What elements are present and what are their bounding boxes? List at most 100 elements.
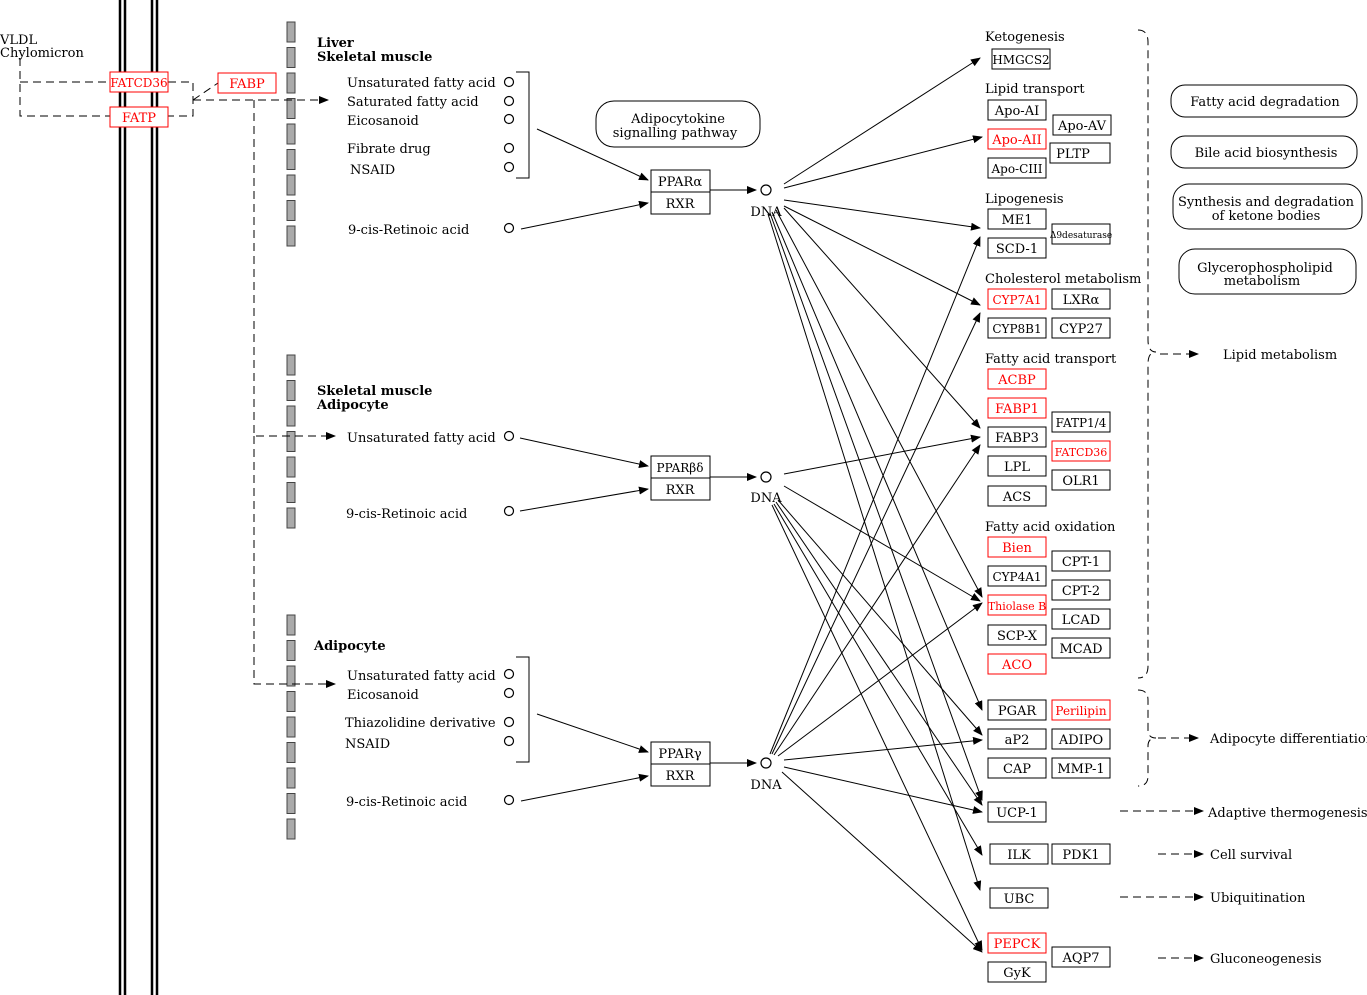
alpha-retinoic-arrow — [520, 200, 649, 230]
svg-text:CYP7A1: CYP7A1 — [992, 293, 1041, 307]
gene-perilipin[interactable]: Perilipin — [1051, 699, 1111, 721]
gene-fabp1[interactable]: FABP1 — [987, 397, 1047, 419]
gene-apoa1[interactable]: Apo-AI — [987, 99, 1047, 121]
nuclear-membrane-segment — [286, 456, 296, 478]
svg-text:CYP4A1: CYP4A1 — [992, 570, 1041, 584]
group-fatty-acid-transport: Fatty acid transport — [985, 352, 1117, 367]
gene-gyk[interactable]: GyK — [987, 961, 1047, 983]
svg-text:Δ9desaturase: Δ9desaturase — [1050, 231, 1112, 241]
ppar-alpha-complex[interactable]: PPARα RXR — [650, 169, 711, 215]
nuclear-membrane-segment — [286, 354, 296, 376]
alpha-compounds — [503, 76, 515, 234]
gene-pltp[interactable]: PLTP — [1049, 142, 1111, 164]
svg-text:MMP-1: MMP-1 — [1057, 762, 1104, 777]
fatcd36-gene[interactable]: FATCD36 — [109, 71, 169, 93]
adipocytokine-pathway[interactable]: Adipocytokine signalling pathway — [595, 100, 761, 148]
dna-label-beta: DNA — [750, 491, 782, 506]
gene-adipo[interactable]: ADIPO — [1051, 728, 1111, 750]
gene-scpx[interactable]: SCP-X — [987, 624, 1047, 646]
import-to-fabp — [192, 82, 219, 101]
gene-delta9-desaturase[interactable]: Δ9desaturase — [1050, 223, 1112, 245]
svg-text:LXRα: LXRα — [1063, 293, 1100, 308]
gene-ucp1[interactable]: UCP-1 — [987, 801, 1047, 823]
gene-cyp7a1[interactable]: CYP7A1 — [987, 288, 1047, 310]
gene-cyp27[interactable]: CYP27 — [1051, 317, 1111, 339]
svg-text:PPARγ: PPARγ — [658, 747, 701, 762]
tissue-beta-1: Skeletal muscle — [317, 384, 432, 399]
pathway-glycerophospholipid[interactable]: Glycerophospholipid metabolism — [1178, 248, 1357, 295]
gene-aco[interactable]: ACO — [987, 653, 1047, 675]
gene-scd1[interactable]: SCD-1 — [987, 237, 1047, 259]
pathway-bile-acid[interactable]: Bile acid biosynthesis — [1170, 135, 1358, 169]
gene-lxra[interactable]: LXRα — [1051, 288, 1111, 310]
nuclear-membrane-segment — [286, 98, 296, 119]
cell-membrane — [118, 0, 159, 995]
outcome-adipocyte-differentiation: Adipocyte differentiation — [1209, 732, 1367, 747]
gene-apoa2[interactable]: Apo-AII — [987, 128, 1047, 150]
gene-fabp3[interactable]: FABP3 — [987, 426, 1047, 448]
svg-text:CAP: CAP — [1003, 762, 1031, 777]
ppar-gamma-complex[interactable]: PPARγ RXR — [650, 741, 711, 787]
fatp-gene[interactable]: FATP — [109, 106, 169, 128]
outcome-ubiquitination: Ubiquitination — [1210, 891, 1306, 906]
gene-fatp14[interactable]: FATP1/4 — [1051, 411, 1111, 433]
svg-text:ACBP: ACBP — [997, 373, 1036, 388]
pathway-ketone-bodies[interactable]: Synthesis and degradation of ketone bodi… — [1172, 183, 1363, 230]
gene-aqp7[interactable]: AQP7 — [1051, 946, 1111, 968]
gene-lpl[interactable]: LPL — [987, 455, 1047, 477]
gene-cpt1[interactable]: CPT-1 — [1051, 550, 1111, 572]
svg-text:Synthesis and degradation: Synthesis and degradation — [1178, 195, 1355, 210]
gene-mmp1[interactable]: MMP-1 — [1051, 757, 1111, 779]
gene-ubc[interactable]: UBC — [989, 887, 1049, 909]
gene-me1[interactable]: ME1 — [987, 208, 1047, 230]
svg-text:Bien: Bien — [1002, 541, 1032, 556]
gene-hmgcs2[interactable]: HMGCS2 — [991, 48, 1051, 70]
gene-pdk1[interactable]: PDK1 — [1051, 843, 1111, 865]
gene-cyp8b1[interactable]: CYP8B1 — [987, 317, 1047, 339]
gene-acbp[interactable]: ACBP — [987, 368, 1047, 390]
svg-text:Fatty acid degradation: Fatty acid degradation — [1190, 95, 1340, 110]
ppar-beta-complex[interactable]: PPARβδ RXR — [650, 455, 711, 501]
pathway-fatty-acid-degradation[interactable]: Fatty acid degradation — [1170, 84, 1358, 118]
group-ketogenesis: Ketogenesis — [985, 30, 1065, 45]
fabp-gene[interactable]: FABP — [217, 72, 277, 94]
svg-text:RXR: RXR — [666, 483, 696, 498]
gene-ap2[interactable]: aP2 — [987, 728, 1047, 750]
gene-pepck[interactable]: PEPCK — [987, 932, 1047, 954]
nuclear-membrane — [286, 21, 296, 840]
svg-text:signalling pathway: signalling pathway — [613, 126, 738, 141]
gene-cap[interactable]: CAP — [987, 757, 1047, 779]
gene-ilk[interactable]: ILK — [989, 843, 1049, 865]
gene-acs[interactable]: ACS — [987, 485, 1047, 507]
gene-thiolase-b[interactable]: Thiolase B — [987, 594, 1047, 616]
nuclear-membrane-segment — [286, 716, 296, 738]
gene-bien[interactable]: Bien — [987, 536, 1047, 558]
svg-text:FABP3: FABP3 — [995, 431, 1039, 446]
nuclear-membrane-segment — [286, 72, 296, 94]
svg-text:PPARα: PPARα — [658, 175, 702, 190]
gene-lcad[interactable]: LCAD — [1051, 608, 1111, 630]
gene-cpt2[interactable]: CPT-2 — [1051, 579, 1111, 601]
gene-apoav[interactable]: Apo-AV — [1052, 114, 1112, 136]
svg-text:Bile acid biosynthesis: Bile acid biosynthesis — [1195, 146, 1338, 161]
outcome-adaptive-thermogenesis: Adaptive thermogenesis — [1207, 806, 1367, 821]
nuclear-membrane-segment — [286, 507, 296, 529]
nuclear-membrane-segment — [286, 174, 296, 196]
svg-text:AQP7: AQP7 — [1061, 951, 1099, 966]
nuclear-membrane-segment — [286, 767, 296, 789]
group-lipid-transport: Lipid transport — [985, 82, 1085, 97]
outcome-lipid-metabolism: Lipid metabolism — [1223, 348, 1337, 363]
gene-cyp4a1[interactable]: CYP4A1 — [987, 565, 1047, 587]
group-lipogenesis: Lipogenesis — [985, 192, 1064, 207]
gene-fatcd36[interactable]: FATCD36 — [1051, 440, 1111, 462]
gene-apoc3[interactable]: Apo-CIII — [987, 157, 1047, 179]
gene-olr1[interactable]: OLR1 — [1051, 469, 1111, 491]
svg-text:PEPCK: PEPCK — [994, 937, 1041, 952]
svg-text:of ketone bodies: of ketone bodies — [1212, 209, 1321, 224]
gene-pgar[interactable]: PGAR — [987, 699, 1047, 721]
gene-mcad[interactable]: MCAD — [1051, 637, 1111, 659]
svg-text:ACS: ACS — [1002, 490, 1031, 505]
svg-text:aP2: aP2 — [1005, 733, 1030, 748]
ligand-gamma-4: NSAID — [345, 737, 390, 752]
import-bracket — [168, 81, 194, 117]
